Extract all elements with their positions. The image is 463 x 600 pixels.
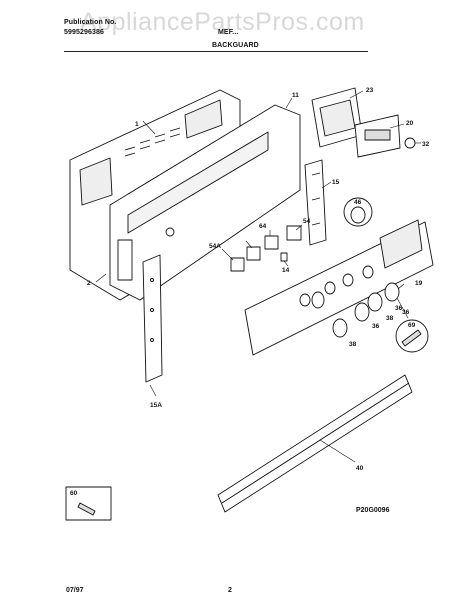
- label-36-a: 36: [402, 309, 410, 316]
- label-69: 69: [408, 322, 416, 329]
- knob-callout-part-46: [343, 197, 373, 227]
- publication-number: 5995296386: [64, 29, 104, 36]
- knob-part-38-b: [311, 291, 325, 309]
- label-36-b: 36: [372, 323, 380, 330]
- clock-housing-part-23: [311, 87, 363, 148]
- label-36-c: 36: [395, 305, 403, 312]
- knob-part-32: [404, 137, 416, 149]
- screw-box-part-60: [65, 486, 112, 521]
- label-38-b: 38: [386, 315, 394, 322]
- knob-part-38-a: [332, 318, 348, 338]
- label-32: 32: [422, 141, 430, 148]
- label-2: 2: [87, 280, 91, 287]
- label-54: 54: [303, 218, 311, 225]
- backguard-frame-part-11: [109, 104, 301, 301]
- figure-code: P20G0096: [356, 507, 390, 514]
- footer-date: 07/97: [66, 587, 84, 594]
- label-64: 64: [259, 223, 267, 230]
- label-23: 23: [366, 87, 374, 94]
- section-title: BACKGUARD: [212, 42, 259, 49]
- switch-part-54b: [246, 246, 261, 261]
- switch-part-64: [264, 235, 279, 250]
- terminal-part-14: [280, 252, 288, 262]
- left-bracket-part-15a: [142, 254, 163, 383]
- publication-label: Publication No.: [64, 19, 117, 26]
- page-number: 2: [228, 587, 232, 594]
- label-15: 15: [332, 179, 340, 186]
- label-40: 40: [356, 465, 364, 472]
- label-54a: 54A: [209, 243, 221, 250]
- right-bracket-part-15: [304, 159, 327, 246]
- label-60: 60: [70, 490, 78, 497]
- label-11: 11: [292, 92, 299, 99]
- watermark: AppliancePartsPros.com: [80, 8, 365, 36]
- label-15a: 15A: [150, 402, 162, 409]
- header-rule: [64, 51, 368, 52]
- label-14: 14: [282, 267, 290, 274]
- knob-part-36-c: [354, 302, 370, 322]
- label-1: 1: [135, 121, 139, 128]
- screw-callout-part-69: [395, 319, 429, 353]
- trim-part-40: [217, 374, 413, 513]
- label-19: 19: [415, 280, 423, 287]
- clock-part-20: [354, 114, 401, 158]
- label-38-a: 38: [349, 341, 357, 348]
- knob-part-36-a: [384, 282, 400, 302]
- label-46: 46: [354, 199, 362, 206]
- knob-part-36-b: [367, 292, 383, 312]
- control-panel-part-19: [244, 219, 434, 356]
- label-20: 20: [406, 120, 414, 127]
- switch-part-54a: [230, 257, 245, 272]
- model-text: MEF...: [218, 29, 239, 36]
- switch-part-54: [286, 225, 302, 241]
